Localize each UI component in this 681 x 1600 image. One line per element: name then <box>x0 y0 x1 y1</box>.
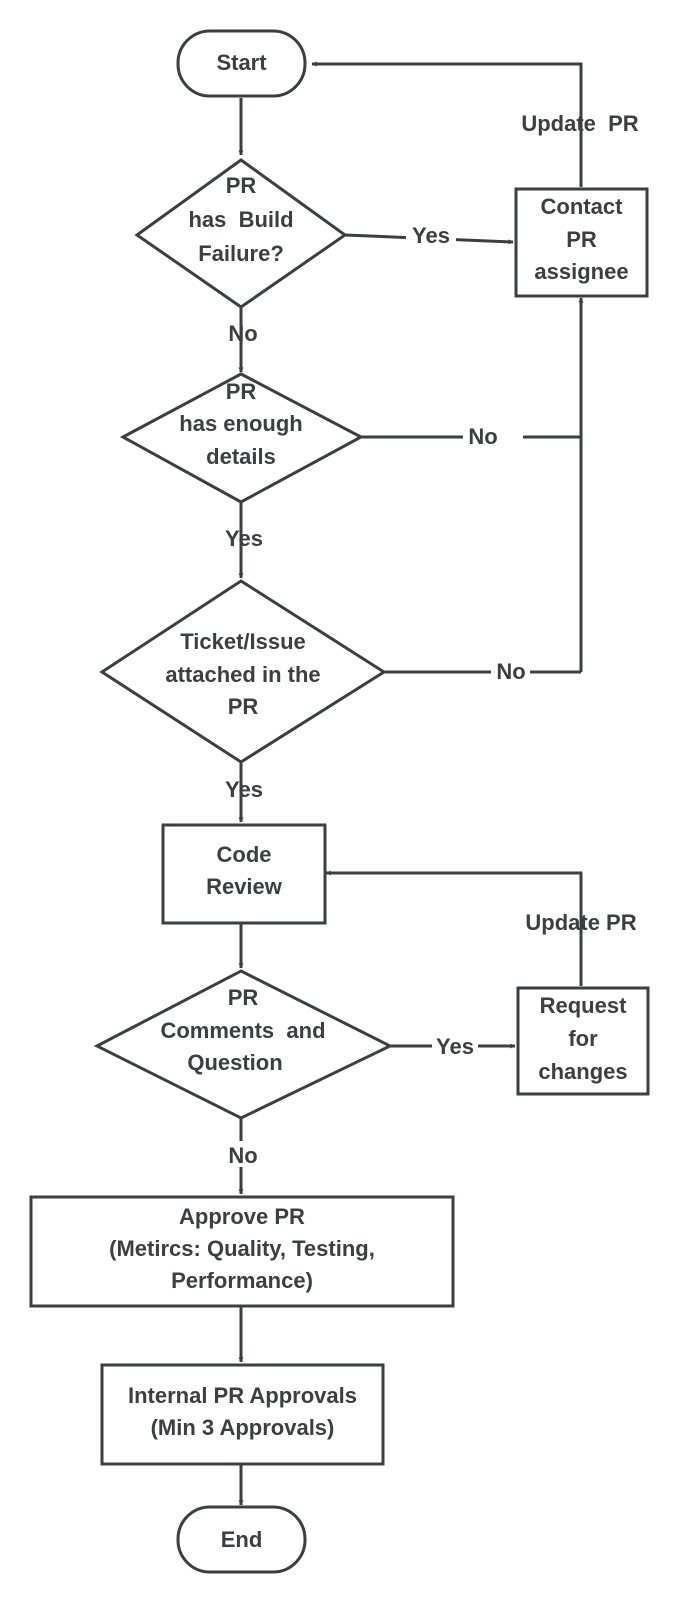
build-yes-label: Yes <box>412 223 450 248</box>
build-yes-label-bg <box>406 222 456 248</box>
comments-question-label-line-3: Question <box>187 1050 282 1075</box>
build-failure-label-line-3: Failure? <box>198 241 284 266</box>
comments-yes-label: Yes <box>436 1034 474 1059</box>
internal-approvals-label-line-1: Internal PR Approvals <box>128 1383 357 1408</box>
code-review-label-line-1: Code <box>217 842 272 867</box>
ticket-yes-label: Yes <box>225 777 263 802</box>
contact-assignee-box <box>514 187 649 298</box>
comments-no-label-bg <box>223 1141 261 1167</box>
contact-assignee-process: Contact PR assignee <box>514 187 649 298</box>
start-node: Start <box>176 29 307 98</box>
edge-labels: Update PR Yes No No Yes No Yes Update PR… <box>223 111 639 1168</box>
details-yes-label: Yes <box>225 526 263 551</box>
ticket-attached-label-line-2: attached in the <box>165 662 320 687</box>
update-pr-top-label: Update PR <box>521 111 638 136</box>
build-failure-label-line-1: PR <box>226 173 257 198</box>
build-failure-decision: PR has Build Failure? <box>134 158 348 309</box>
build-failure-label-line-2: has Build <box>188 207 293 232</box>
approve-pr-process: Approve PR (Metircs: Quality, Testing, P… <box>29 1195 455 1308</box>
comments-question-label-line-1: PR <box>228 985 259 1010</box>
enough-details-decision: PR has enough details <box>119 372 365 504</box>
update-pr-review-label: Update PR <box>525 910 636 935</box>
enough-details-label-line-2: has enough <box>179 411 302 436</box>
request-changes-label-line-3: changes <box>538 1059 627 1084</box>
edge-contact-update-to-start <box>311 61 583 187</box>
build-no-label: No <box>228 321 257 346</box>
request-changes-box <box>516 986 650 1096</box>
contact-assignee-label-line-3: assignee <box>534 259 628 284</box>
end-terminator <box>176 1505 307 1574</box>
internal-approvals-process: Internal PR Approvals (Min 3 Approvals) <box>100 1363 385 1466</box>
start-terminator <box>176 29 307 98</box>
comments-yes-label-bg <box>432 1033 478 1059</box>
ticket-attached-label-line-1: Ticket/Issue <box>180 629 306 654</box>
comments-question-diamond <box>93 969 394 1120</box>
ticket-attached-label-line-3: PR <box>228 694 259 719</box>
start-label: Start <box>216 50 267 75</box>
ticket-no-label: No <box>496 659 525 684</box>
code-review-label-line-2: Review <box>206 874 283 899</box>
request-changes-label-line-2: for <box>568 1026 598 1051</box>
internal-approvals-label-line-2: (Min 3 Approvals) <box>151 1415 335 1440</box>
approve-pr-label-line-1: Approve PR <box>179 1204 305 1229</box>
approve-pr-label-line-2: (Metircs: Quality, Testing, <box>109 1236 375 1261</box>
ticket-attached-decision: Ticket/Issue attached in the PR <box>99 579 387 764</box>
code-review-box <box>161 823 327 925</box>
contact-assignee-label-line-1: Contact <box>541 194 624 219</box>
end-label: End <box>221 1527 263 1552</box>
code-review-process: Code Review <box>161 823 327 925</box>
approve-pr-box <box>29 1195 455 1308</box>
approve-pr-label-line-3: Performance) <box>171 1268 313 1293</box>
request-changes-process: Request for changes <box>516 986 650 1096</box>
enough-details-diamond <box>119 372 365 504</box>
build-failure-diamond <box>134 158 348 309</box>
enough-details-label-line-1: PR <box>226 379 257 404</box>
end-node: End <box>176 1505 307 1574</box>
comments-question-decision: PR Comments and Question <box>93 969 394 1120</box>
comments-question-label-line-2: Comments and <box>160 1018 325 1043</box>
enough-details-label-line-3: details <box>206 444 276 469</box>
comments-no-label: No <box>228 1143 257 1168</box>
edge-request-update-to-review <box>325 870 583 986</box>
request-changes-label-line-1: Request <box>540 993 627 1018</box>
internal-approvals-box <box>100 1363 385 1466</box>
details-no-label: No <box>468 424 497 449</box>
contact-assignee-label-line-2: PR <box>566 227 597 252</box>
ticket-attached-diamond <box>99 579 387 764</box>
